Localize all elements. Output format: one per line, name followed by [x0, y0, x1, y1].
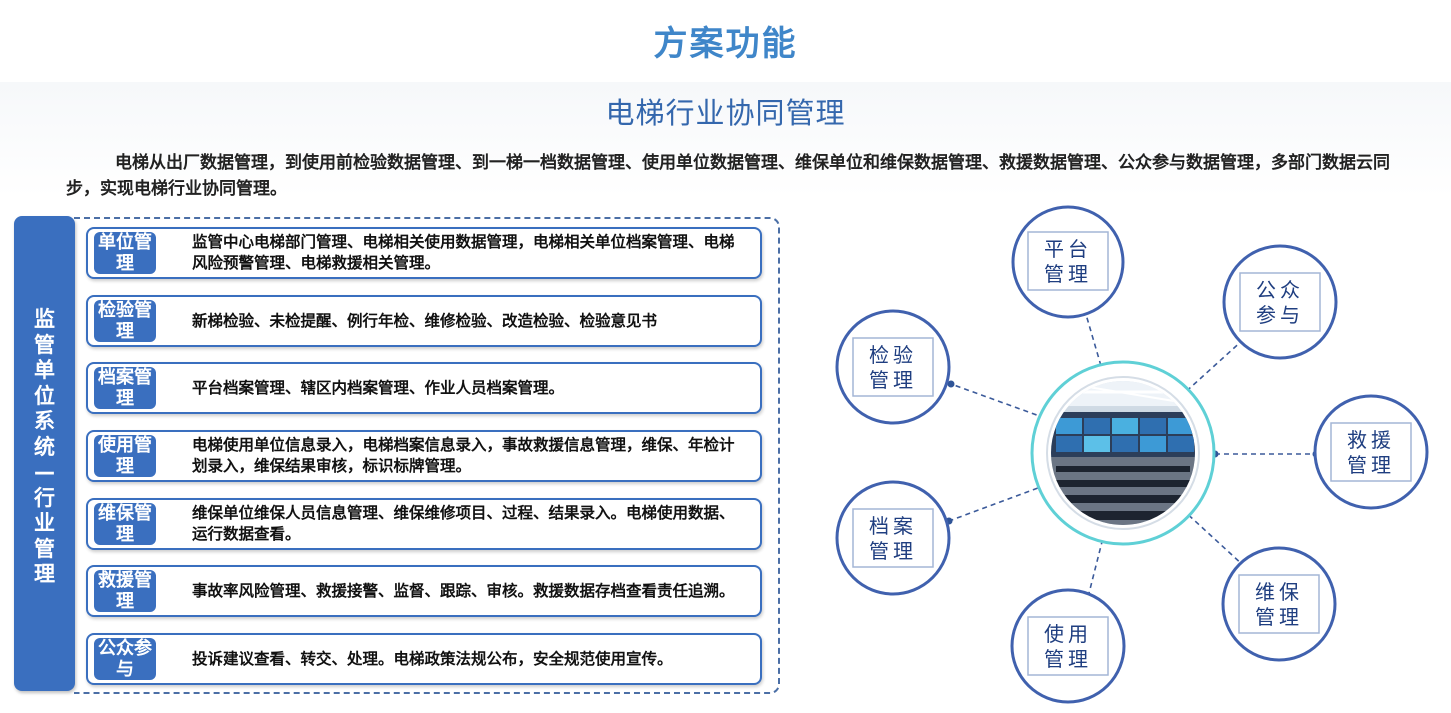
- module-row: 单位管理 监管中心电梯部门管理、电梯相关使用数据管理，电梯相关单位档案管理、电梯…: [86, 227, 762, 279]
- node-label: 管理: [1044, 262, 1092, 286]
- node-label: 平台: [1044, 237, 1092, 261]
- node-platform: 平台 管理: [1011, 205, 1125, 319]
- module-tag: 检验管理: [94, 300, 156, 342]
- module-text: 新梯检验、未检提醒、例行年检、维修检验、改造检验、检验意见书: [192, 311, 658, 330]
- node-label: 维保: [1255, 580, 1303, 604]
- module-text: 监管中心电梯部门管理、电梯相关使用数据管理，电梯相关单位档案管理、电梯风险预警管…: [192, 233, 735, 272]
- node-label: 管理: [1255, 605, 1303, 629]
- module-text: 平台档案管理、辖区内档案管理、作业人员档案管理。: [192, 378, 565, 397]
- node-label: 档案: [869, 514, 917, 538]
- module-tag: 救援管理: [94, 570, 156, 612]
- hub-center: [1030, 360, 1216, 546]
- module-tag: 维保管理: [94, 503, 156, 545]
- system-label: 监管单位系统—行业管理: [34, 307, 55, 587]
- module-tag: 档案管理: [94, 367, 156, 409]
- module-row: 档案管理 平台档案管理、辖区内档案管理、作业人员档案管理。: [86, 362, 762, 414]
- node-maintenance: 维保 管理: [1221, 546, 1337, 662]
- page-title: 方案功能: [653, 24, 798, 64]
- node-label: 管理: [1347, 453, 1395, 477]
- node-label: 管理: [1044, 647, 1092, 671]
- node-inspection: 检验 管理: [835, 309, 951, 425]
- node-usage: 使用 管理: [1010, 588, 1126, 704]
- node-public: 公众 参与: [1222, 244, 1338, 360]
- node-label: 使用: [1044, 622, 1092, 646]
- node-label: 管理: [869, 368, 917, 392]
- module-row: 使用管理 电梯使用单位信息录入，电梯档案信息录入，事故救援信息管理，维保、年检计…: [86, 430, 762, 482]
- module-text: 维保单位维保人员信息管理、维保维修项目、过程、结果录入。电梯使用数据、运行数据查…: [192, 504, 735, 543]
- module-row: 维保管理 维保单位维保人员信息管理、维保维修项目、过程、结果录入。电梯使用数据、…: [86, 498, 762, 550]
- node-archive: 档案 管理: [835, 480, 951, 596]
- module-tag: 使用管理: [94, 435, 156, 477]
- module-row: 公众参与 投诉建议查看、转交、处理。电梯政策法规公布，安全规范使用宣传。: [86, 633, 762, 685]
- module-text: 投诉建议查看、转交、处理。电梯政策法规公布，安全规范使用宣传。: [192, 649, 673, 668]
- node-label: 检验: [869, 343, 917, 367]
- module-row: 救援管理 事故率风险管理、救援接警、监督、跟踪、审核。救援数据存档查看责任追溯。: [86, 565, 762, 617]
- node-rescue: 救援 管理: [1313, 394, 1429, 510]
- system-label-bar: 监管单位系统—行业管理: [14, 216, 75, 691]
- node-label: 参与: [1256, 303, 1304, 327]
- node-label: 公众: [1256, 278, 1304, 302]
- node-label: 管理: [869, 539, 917, 563]
- module-row: 检验管理 新梯检验、未检提醒、例行年检、维修检验、改造检验、检验意见书: [86, 295, 762, 347]
- control-room-icon: [1051, 381, 1195, 525]
- module-text: 电梯使用单位信息录入，电梯档案信息录入，事故救援信息管理，维保、年检计划录入，维…: [192, 436, 735, 475]
- node-label: 救援: [1347, 428, 1395, 452]
- header-band: [0, 82, 1451, 197]
- module-tag: 公众参与: [94, 638, 156, 680]
- modules-frame: [74, 217, 780, 694]
- page-subtitle: 电梯行业协同管理: [605, 96, 846, 130]
- module-tag: 单位管理: [94, 232, 156, 274]
- module-text: 事故率风险管理、救援接警、监督、跟踪、审核。救援数据存档查看责任追溯。: [192, 581, 735, 600]
- description-text: 电梯从出厂数据管理，到使用前检验数据管理、到一梯一档数据管理、使用单位数据管理、…: [66, 153, 1390, 199]
